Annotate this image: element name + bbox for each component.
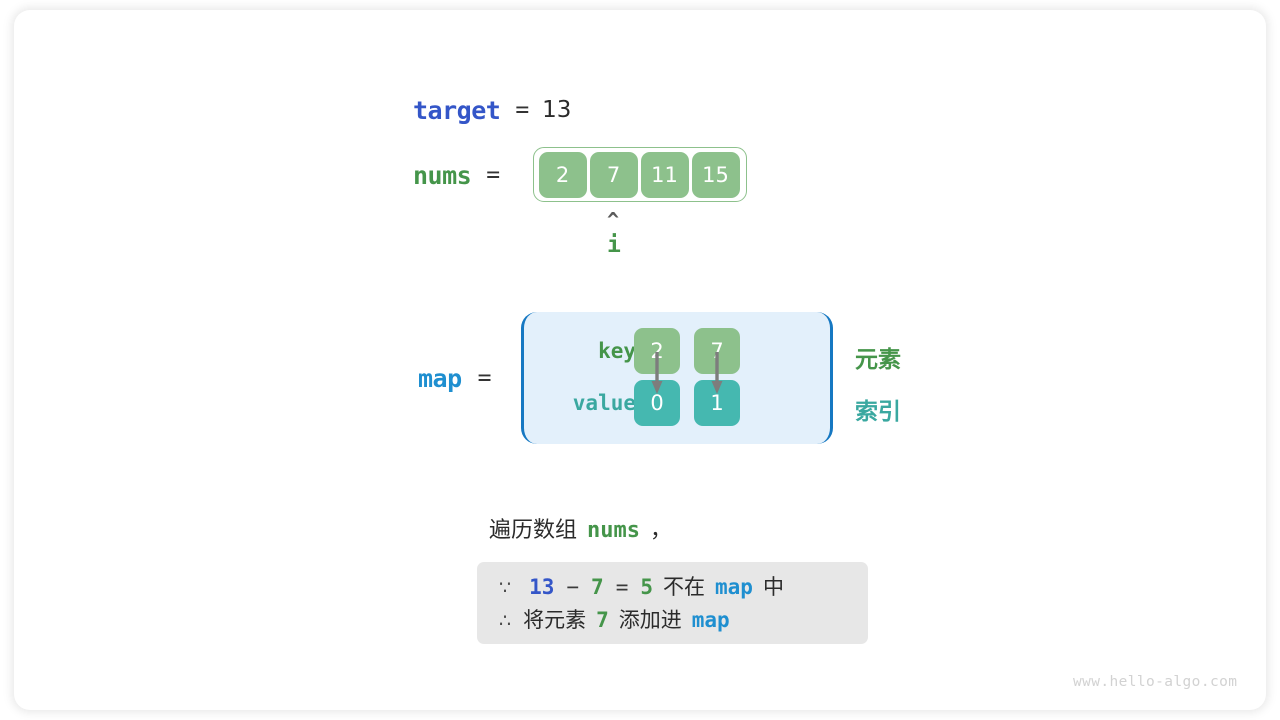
premise-text-within: 中 [762,575,784,599]
key-to-value-arrow-icon [651,352,663,394]
array-cell: 15 [691,151,740,198]
annotation-index: 索引 [855,399,901,425]
premise-minus-operator: − [566,575,580,599]
premise-map-name: map [715,575,753,599]
because-symbol-icon: ∵ [499,577,512,599]
premise-equals-operator: = [615,575,629,599]
pointer-caret-icon: ^ [607,208,620,232]
nums-equals-sign: = [486,162,501,188]
map-key-row-label: key [598,339,636,363]
conclusion-map-name: map [691,608,730,632]
map-value-row-label: value [572,391,636,415]
caption-suffix: ， [650,518,673,543]
map-equals-sign: = [477,365,492,391]
key-to-value-arrow-icon [711,352,723,394]
conclusion-text-mid: 添加进 [618,608,682,632]
premise-target-value: 13 [529,575,555,599]
reasoning-line-premise: ∵ 13 − 7 = 5 不在 map 中 [477,571,868,604]
map-variable-name: map [418,363,462,393]
annotation-element: 元素 [855,347,901,373]
target-variable-name: target [413,95,501,125]
pointer-label-i: i [607,232,621,258]
premise-result: 5 [640,575,654,599]
watermark: www.hello-algo.com [1073,674,1238,690]
caption-prefix: 遍历数组 [489,518,578,543]
conclusion-operand: 7 [596,608,609,632]
therefore-symbol-icon: ∴ [499,610,512,632]
map-value-cell: 0 [634,380,680,426]
premise-operand: 7 [591,575,604,599]
target-equals-sign: = [515,97,530,123]
caption-traverse-array: 遍历数组 nums ， [489,512,672,544]
target-declaration: target = 13 [413,93,571,127]
nums-variable-name: nums [413,160,472,190]
nums-declaration: nums = [413,157,513,193]
reasoning-box: ∵ 13 − 7 = 5 不在 map 中 ∴ 将元素 7 添加进 map [477,562,868,644]
reasoning-line-conclusion: ∴ 将元素 7 添加进 map [477,604,868,637]
array-cell: 2 [538,151,587,198]
nums-array: 2 7 11 15 [533,147,747,202]
conclusion-text-start: 将元素 [523,608,587,632]
map-declaration: map = [418,361,492,395]
caption-code-nums: nums [587,518,640,543]
array-cell: 7 [589,151,638,198]
target-value: 13 [542,97,572,123]
array-cell: 11 [640,151,689,198]
premise-text-not-in: 不在 [663,575,706,599]
